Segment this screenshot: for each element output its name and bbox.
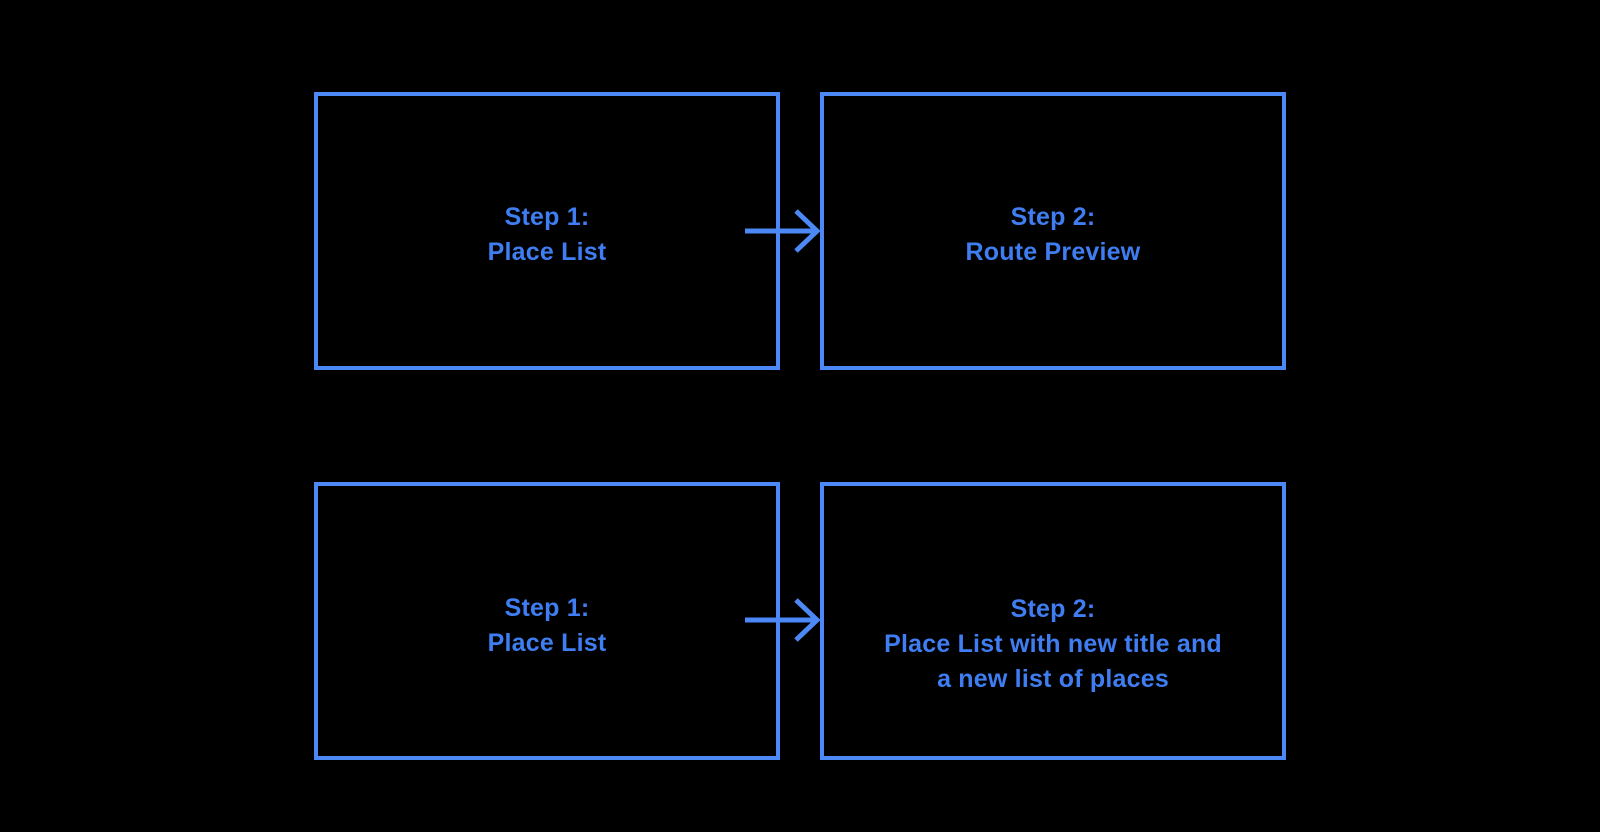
box-step2-new-place-list: Step 2: Place List with new title and a …: [820, 482, 1286, 760]
box-label-line: Route Preview: [965, 238, 1141, 266]
box-label-line: Step 2:: [1010, 595, 1096, 623]
box-label: Step 1: Place List: [318, 200, 776, 270]
box-label: Step 2: Route Preview: [824, 200, 1282, 270]
box-step1-place-list-bottom: Step 1: Place List: [314, 482, 780, 760]
box-label-line: a new list of places: [937, 665, 1169, 693]
right-arrow-icon: [745, 209, 821, 253]
box-label: Step 1: Place List: [318, 591, 776, 661]
box-label-line: Step 1:: [504, 594, 590, 622]
box-step2-route-preview: Step 2: Route Preview: [820, 92, 1286, 370]
box-label-line: Place List with new title and: [884, 630, 1222, 658]
box-label-line: Place List: [487, 238, 607, 266]
box-label-line: Place List: [487, 629, 607, 657]
box-label-line: Step 1:: [504, 203, 590, 231]
box-label: Step 2: Place List with new title and a …: [824, 592, 1282, 697]
box-step1-place-list-top: Step 1: Place List: [314, 92, 780, 370]
right-arrow-icon: [745, 598, 821, 642]
box-label-line: Step 2:: [1010, 203, 1096, 231]
